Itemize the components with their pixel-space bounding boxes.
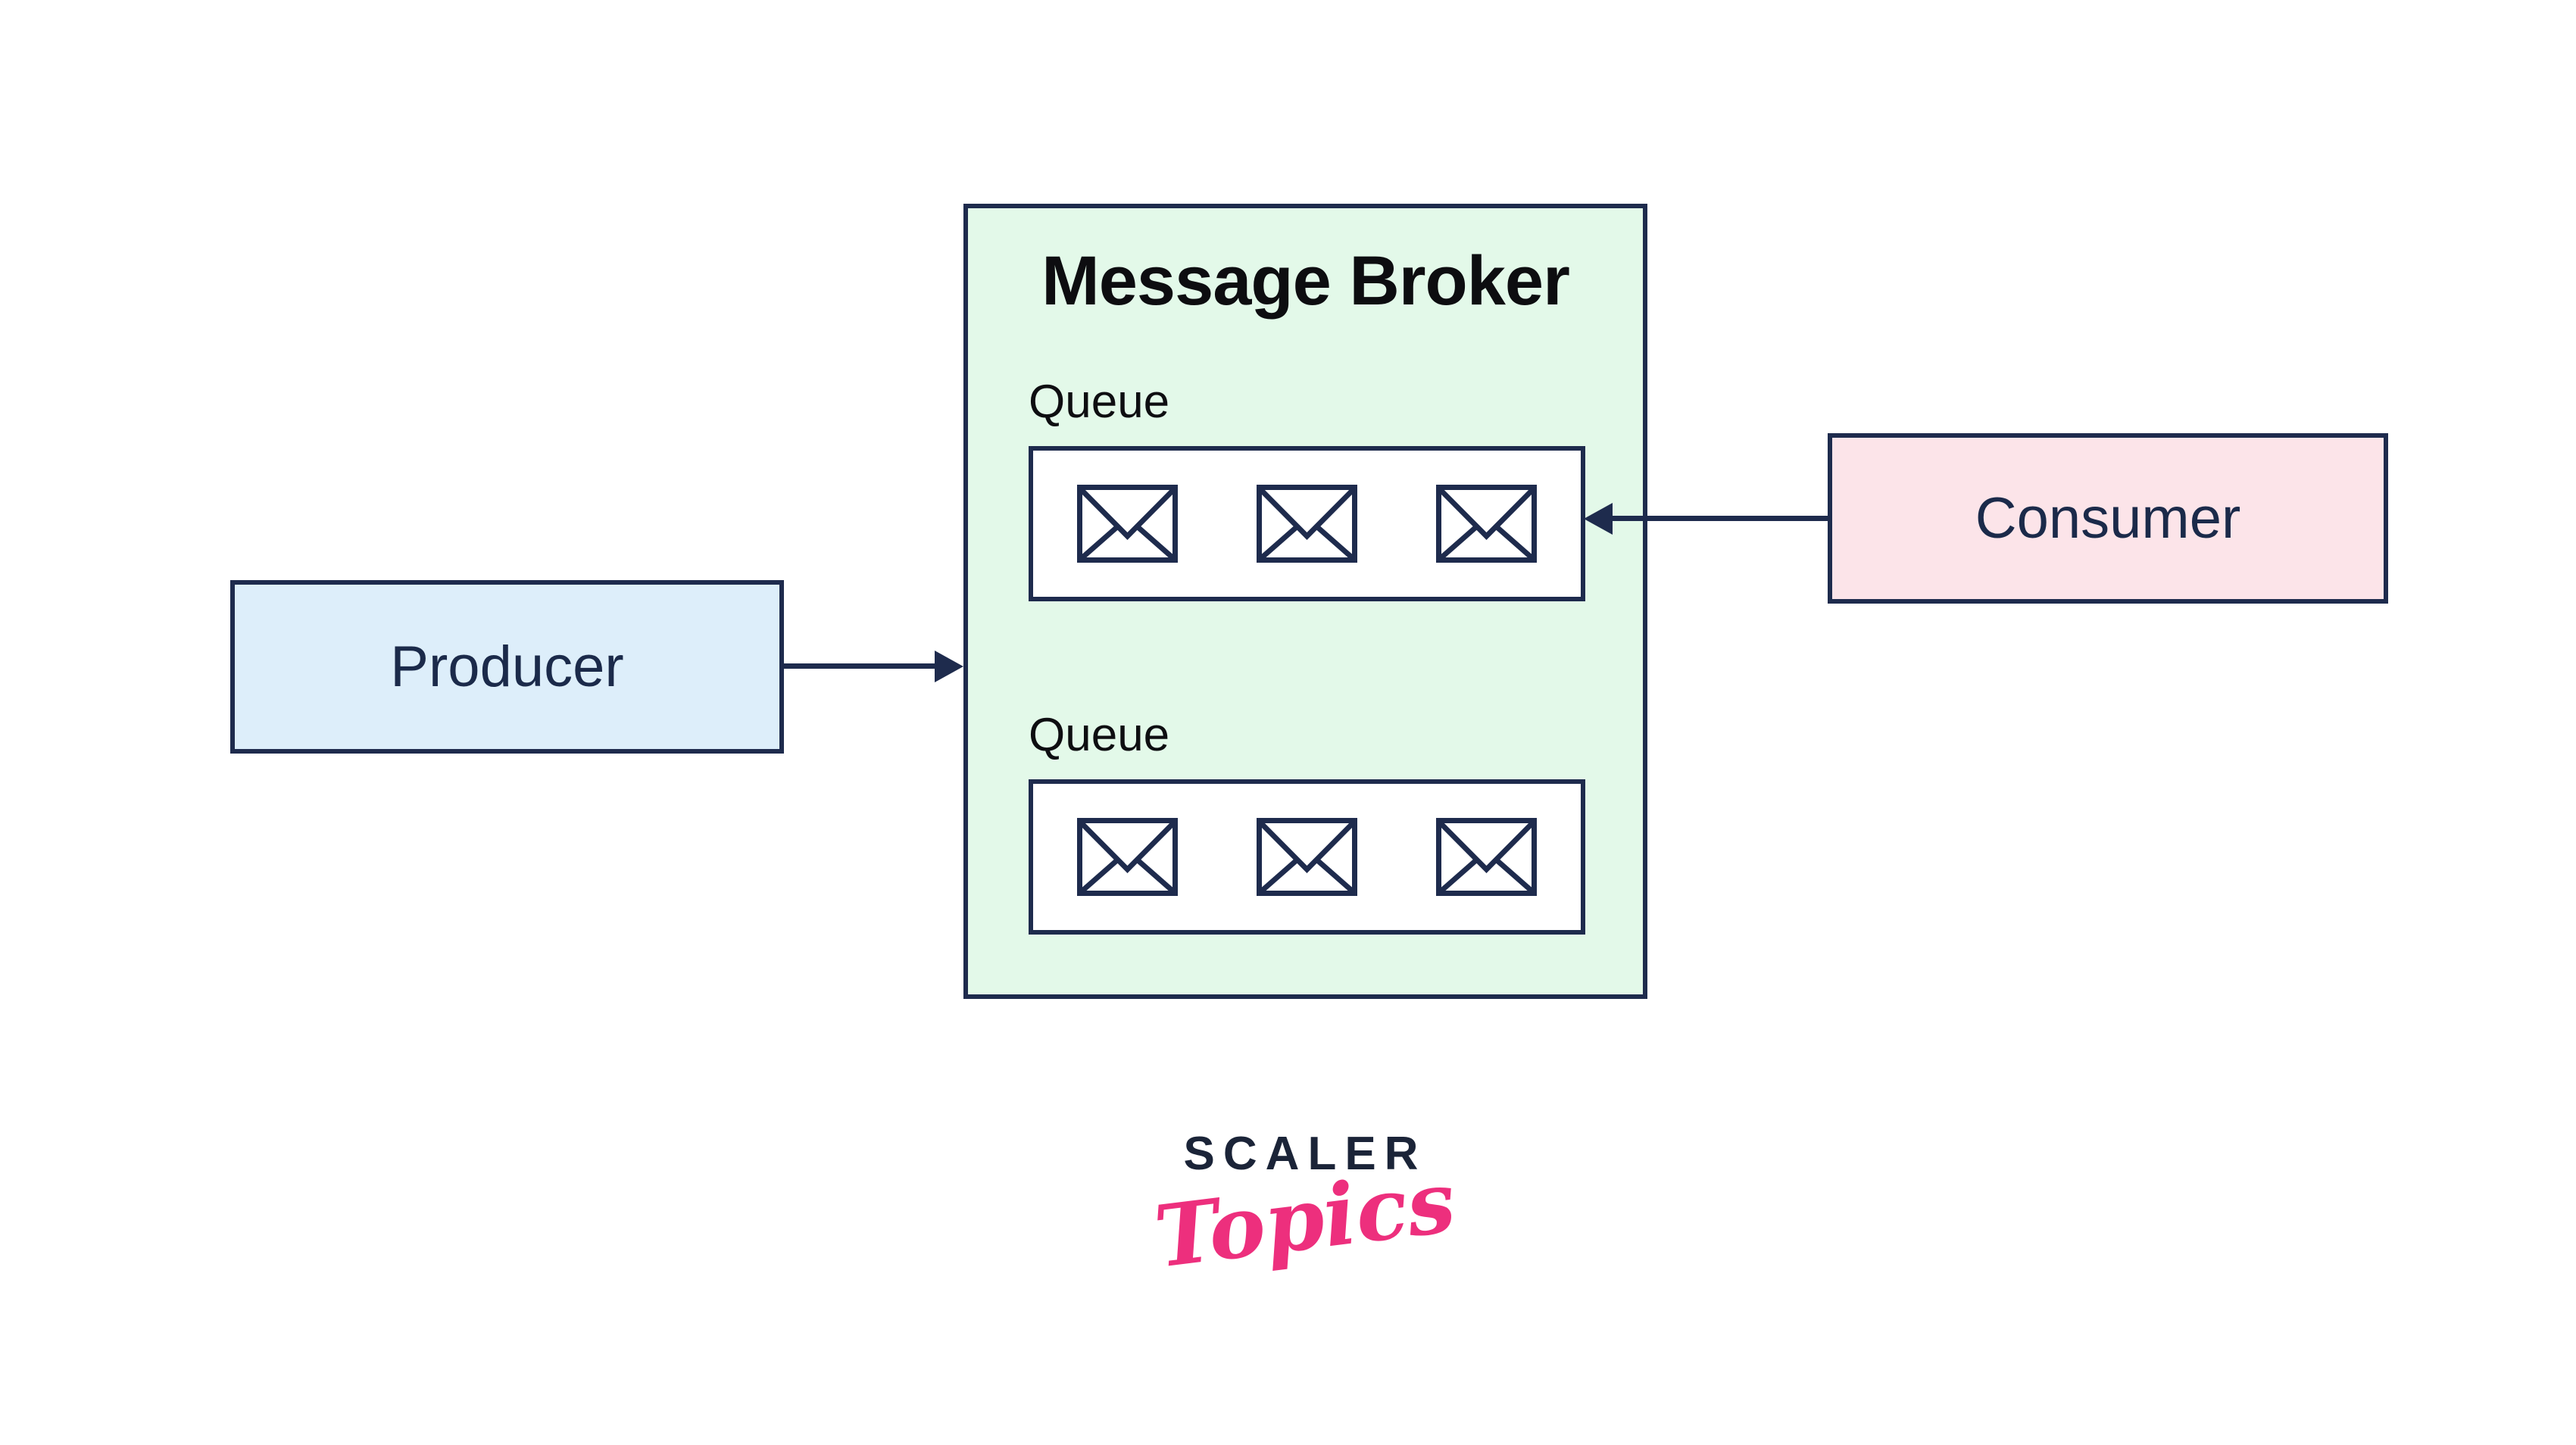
envelope-icon	[1436, 818, 1537, 896]
queue-1-box	[1029, 446, 1585, 601]
consumer-to-queue-arrow-line	[1608, 516, 1828, 521]
arrow-left-icon	[1584, 503, 1613, 535]
broker-title: Message Broker	[1041, 242, 1570, 320]
consumer-label: Consumer	[1975, 486, 2241, 551]
envelope-icon	[1436, 485, 1537, 563]
scaler-topics-logo: SCALER Topics	[1059, 1127, 1551, 1287]
queue-1-label: Queue	[1029, 376, 1170, 428]
queue-2-label: Queue	[1029, 709, 1170, 761]
envelope-icon	[1077, 485, 1178, 563]
producer-label: Producer	[390, 635, 624, 699]
producer-to-broker-arrow-line	[784, 663, 938, 669]
queue-2-box	[1029, 779, 1585, 935]
envelope-icon	[1077, 818, 1178, 896]
envelope-icon	[1257, 485, 1357, 563]
consumer-node: Consumer	[1828, 433, 2388, 604]
logo-brand-text: SCALER	[1183, 1128, 1427, 1180]
envelope-icon	[1257, 818, 1357, 896]
producer-node: Producer	[230, 580, 784, 754]
message-broker-node: Message Broker Queue Queue	[963, 204, 1647, 999]
arrow-right-icon	[935, 651, 963, 682]
